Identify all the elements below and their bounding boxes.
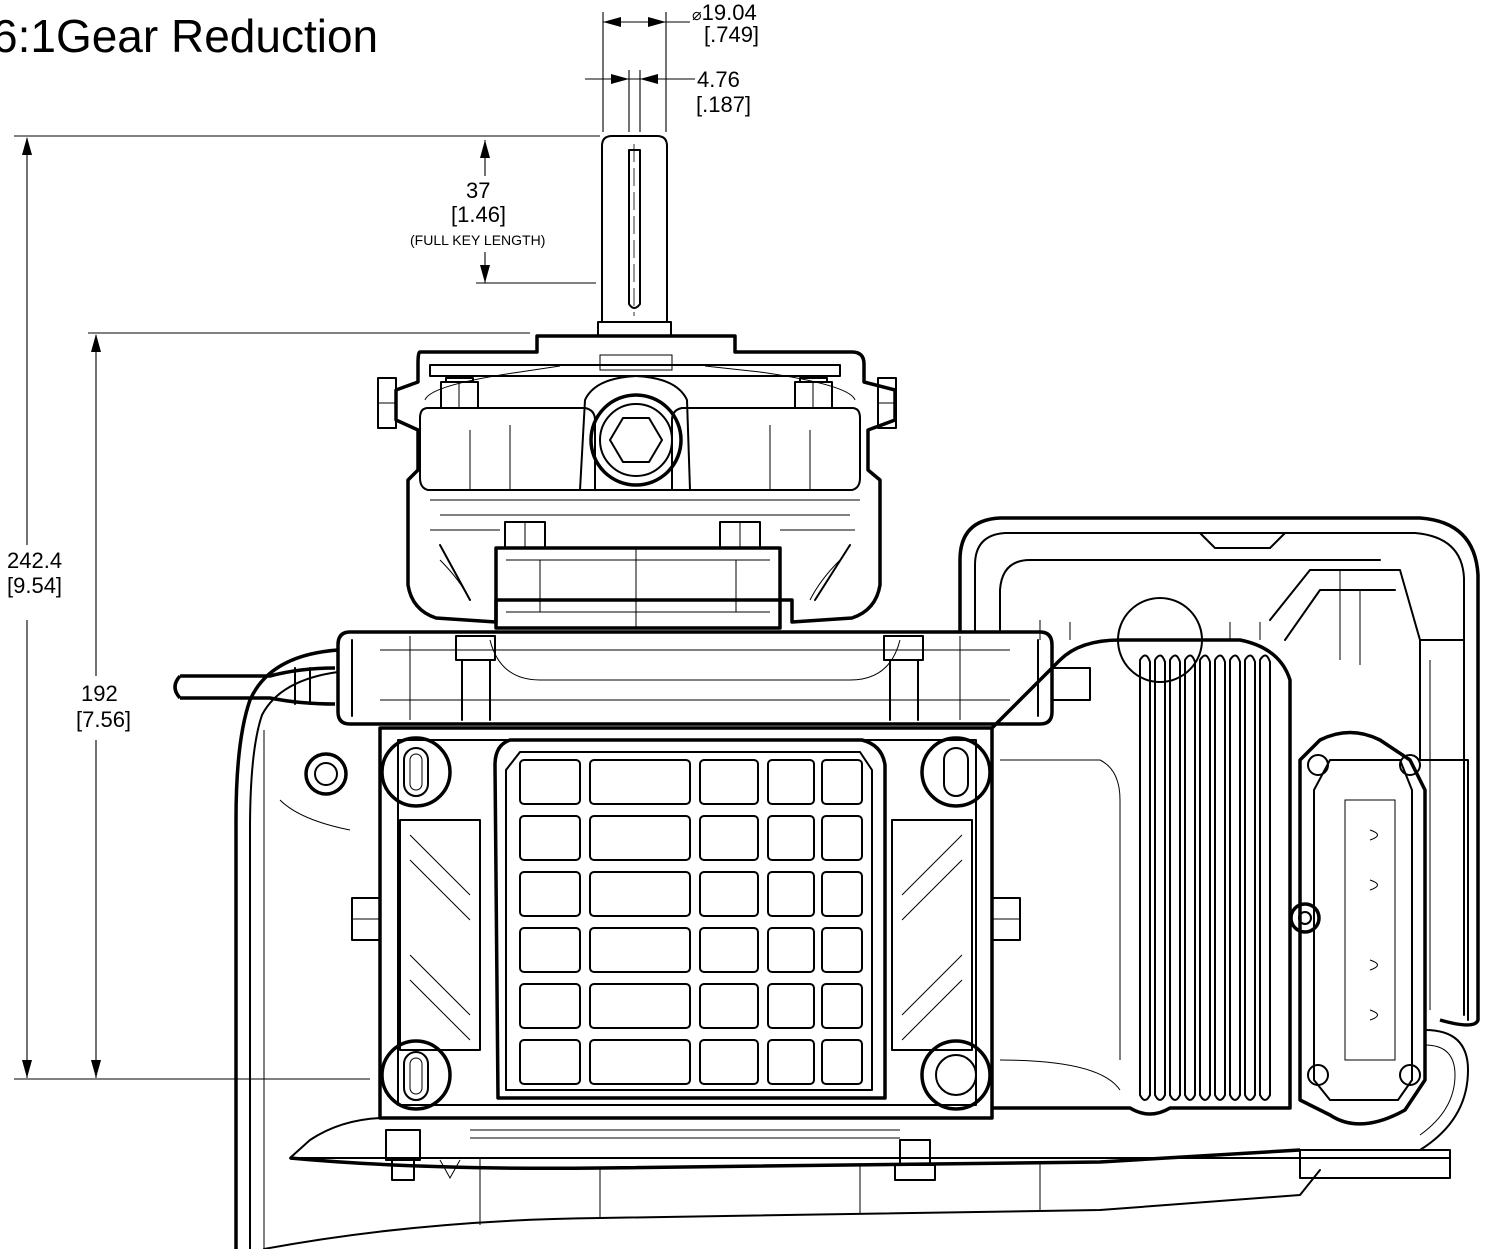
cooling-fin — [1229, 654, 1241, 1101]
grid-cell — [589, 983, 691, 1029]
dimension-key-width: 4.76 [.187] — [585, 67, 751, 132]
overall-height-inch: [9.54] — [7, 573, 62, 598]
grid-cell — [589, 1039, 691, 1085]
dimension-mount-height: 192 [7.56] — [76, 332, 530, 1078]
cooling-fin — [1244, 654, 1256, 1101]
shaft-diameter-symbol: ⌀ — [692, 7, 702, 24]
mount-height-mm: 192 — [81, 681, 118, 706]
gear-reduction-housing — [377, 334, 897, 630]
cylinder-fins — [990, 638, 1292, 1116]
cooling-fin — [1259, 654, 1271, 1101]
grid-cell — [519, 1039, 581, 1085]
intake-housing — [958, 516, 1480, 1027]
crankcase-top — [173, 630, 1091, 726]
dimension-key-length: 37 [1.46] (FULL KEY LENGTH) — [410, 140, 596, 284]
dimension-overall-height: 242.4 [9.54] — [7, 135, 600, 1080]
grid-cell — [519, 983, 581, 1029]
dimension-shaft-diameter: ⌀19.04 [.749] — [602, 0, 759, 132]
shaft-diameter-mm: 19.04 — [702, 0, 757, 25]
engine-block — [378, 726, 994, 1120]
key-length-inch: [1.46] — [451, 202, 506, 227]
grid-cell — [821, 1039, 863, 1085]
grid-cell — [767, 815, 815, 861]
cooling-fin — [1169, 654, 1181, 1101]
grid-cell — [821, 759, 863, 805]
grid-cell — [699, 871, 759, 917]
grid-cell — [589, 927, 691, 973]
grid-cell — [767, 927, 815, 973]
key-length-mm: 37 — [466, 178, 490, 203]
grid-cell — [699, 1039, 759, 1085]
grid-cell — [589, 871, 691, 917]
grid-cell — [821, 983, 863, 1029]
cooling-fin — [1199, 654, 1211, 1101]
grid-cell — [821, 815, 863, 861]
grid-cell — [767, 1039, 815, 1085]
grid-cell — [699, 815, 759, 861]
grid-cell — [699, 759, 759, 805]
grid-cell — [767, 759, 815, 805]
engine-base — [263, 1117, 1451, 1249]
grid-cell — [767, 983, 815, 1029]
grid-cell — [767, 871, 815, 917]
overall-height-mm: 242.4 — [7, 548, 62, 573]
key-length-note: (FULL KEY LENGTH) — [410, 232, 545, 248]
mount-height-inch: [7.56] — [76, 707, 131, 732]
svg-text:⌀19.04: ⌀19.04 — [692, 0, 757, 25]
grid-cell — [821, 927, 863, 973]
key-width-inch: [.187] — [696, 92, 751, 117]
blower-cover — [1289, 730, 1469, 1151]
output-shaft — [597, 135, 672, 337]
cooling-grid — [519, 759, 863, 1085]
grid-cell — [589, 759, 691, 805]
grid-cell — [519, 815, 581, 861]
key-width-mm: 4.76 — [697, 67, 740, 92]
grid-cell — [519, 871, 581, 917]
side-fins — [399, 819, 973, 1051]
cooling-fin — [1154, 654, 1166, 1101]
drawing-title: 6:1Gear Reduction — [0, 10, 378, 62]
cylinder-fin-lines — [1139, 654, 1271, 1101]
cooling-fin — [1214, 654, 1226, 1101]
mounting-bosses — [351, 736, 1021, 1111]
left-shroud — [234, 648, 351, 1249]
cooling-fin — [1139, 654, 1151, 1101]
grid-cell — [519, 927, 581, 973]
cooling-fin — [1184, 654, 1196, 1101]
shaft-diameter-inch: [.749] — [704, 22, 759, 47]
grid-cell — [589, 815, 691, 861]
grid-cell — [699, 983, 759, 1029]
grid-cell — [699, 927, 759, 973]
grid-cell — [821, 871, 863, 917]
grid-cell — [519, 759, 581, 805]
